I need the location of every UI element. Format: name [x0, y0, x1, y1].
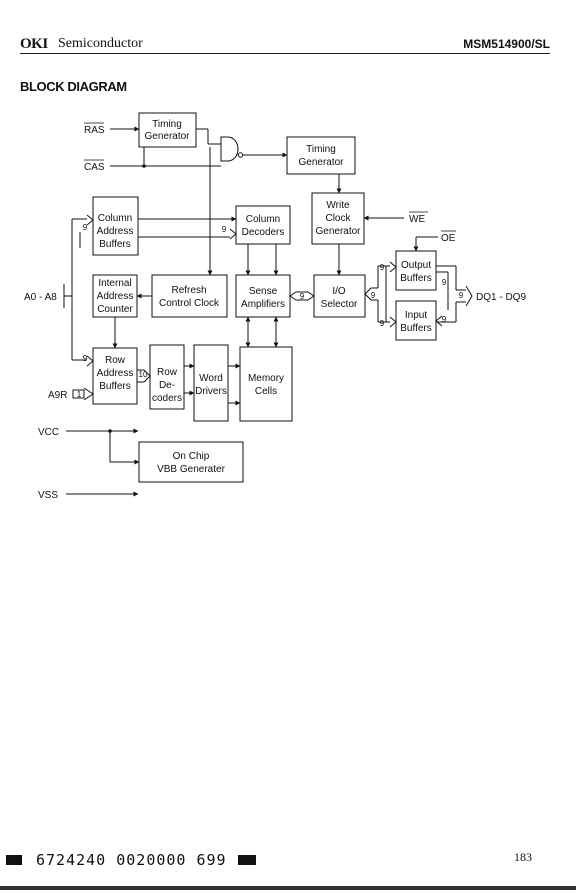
vcc-label: VCC	[38, 427, 59, 438]
word-drv-line-1: Drivers	[195, 386, 227, 397]
page-number: 183	[514, 850, 532, 864]
dq-label: DQ1 - DQ9	[476, 292, 526, 303]
input-buf-line-0: Input	[405, 310, 427, 321]
bus-width-io-buf: 9	[371, 291, 376, 300]
output-buf-line-1: Buffers	[400, 273, 432, 284]
header-rule	[20, 53, 550, 54]
row-dec-line-2: coders	[152, 393, 182, 404]
row-addr-line-0: Row	[105, 355, 126, 366]
sense-line-0: Sense	[249, 286, 278, 297]
row-dec-line-0: Row	[157, 367, 178, 378]
col-addr-line-0: Column	[98, 213, 132, 224]
bus-width-a9r: 1	[77, 390, 82, 399]
col-dec-line-1: Decoders	[242, 227, 285, 238]
sense-line-1: Amplifiers	[241, 299, 285, 310]
column-decoders-block	[235, 205, 291, 245]
bus-width-in-buf: 9	[380, 319, 385, 328]
timing-generator-2-block	[286, 136, 356, 175]
bus-width-col-dec: 9	[222, 225, 227, 234]
a9r-label: A9R	[48, 390, 67, 401]
col-addr-line-2: Buffers	[99, 239, 131, 250]
we-label: WE	[409, 214, 425, 225]
vbb-generator-block	[138, 441, 244, 483]
memory-line-0: Memory	[248, 373, 284, 384]
company-name: Semiconductor	[58, 36, 143, 51]
bus-width-dq: 9	[459, 291, 464, 300]
bus-width-out-buf: 9	[380, 263, 385, 272]
refresh-line-0: Refresh	[171, 285, 206, 296]
word-drivers-block	[193, 344, 229, 422]
nand-gate	[220, 136, 239, 162]
io-line-1: Selector	[321, 299, 358, 310]
row-decoders-block	[149, 344, 185, 410]
counter-line-1: Address	[97, 291, 134, 302]
timing-gen-2-line-0: Timing	[306, 144, 336, 155]
barcode-block-left	[6, 855, 22, 865]
barcode-block-right	[238, 855, 256, 865]
cas-label: CAS	[84, 162, 105, 173]
oe-label: OE	[441, 233, 456, 244]
write-clock-line-2: Generator	[315, 226, 361, 237]
timing-gen-1-line-0: Timing	[152, 119, 182, 130]
refresh-line-1: Control Clock	[159, 298, 220, 309]
junction-dot	[142, 164, 146, 168]
bus-width-out-dq: 9	[442, 278, 447, 287]
col-dec-line-0: Column	[246, 214, 280, 225]
column-address-buffers-block	[92, 196, 139, 256]
timing-gen-1-line-1: Generator	[144, 131, 190, 142]
ras-label: RAS	[84, 125, 105, 136]
bus-width-sense-io: 9	[300, 292, 305, 301]
output-buf-line-0: Output	[401, 260, 431, 271]
junction-dot	[108, 429, 112, 433]
counter-line-0: Internal	[98, 278, 131, 289]
nand-bubble	[237, 152, 244, 158]
io-line-0: I/O	[332, 286, 346, 297]
row-addr-line-2: Buffers	[99, 381, 131, 392]
bus-width-row-dec: 10	[139, 370, 148, 379]
memory-line-1: Cells	[255, 386, 277, 397]
barcode-text: 6724240 0020000 699	[36, 851, 227, 869]
row-dec-line-1: De-	[159, 380, 175, 391]
bottom-rule	[0, 886, 576, 890]
oki-logo: OKI	[20, 36, 48, 52]
write-clock-line-0: Write	[326, 200, 350, 211]
bus-width-col-in: 9	[83, 223, 88, 232]
input-buf-line-1: Buffers	[400, 323, 432, 334]
row-addr-line-1: Address	[97, 368, 134, 379]
vbb-line-1: VBB Generater	[157, 464, 225, 475]
refresh-control-clock-block	[151, 274, 228, 318]
bus-width-row-in: 9	[83, 354, 88, 363]
section-title: BLOCK DIAGRAM	[20, 79, 127, 94]
counter-line-2: Counter	[97, 304, 133, 315]
page-header: OKI Semiconductor MSM514900/SL	[20, 36, 550, 52]
col-addr-line-1: Address	[97, 226, 134, 237]
memory-cells-block	[239, 346, 293, 422]
vbb-line-0: On Chip	[173, 451, 210, 462]
part-number: MSM514900/SL	[463, 37, 550, 51]
address-label: A0 - A8	[24, 292, 57, 303]
timing-gen-2-line-1: Generator	[298, 157, 344, 168]
word-drv-line-0: Word	[199, 373, 223, 384]
bus-width-dq-in: 9	[442, 315, 447, 324]
write-clock-line-1: Clock	[325, 213, 351, 224]
vss-label: VSS	[38, 490, 58, 501]
